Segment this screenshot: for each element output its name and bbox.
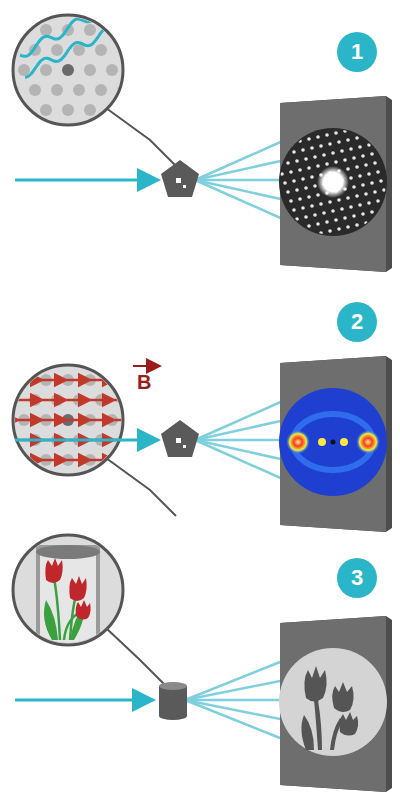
vector-label: B xyxy=(137,372,151,392)
callout-number: 3 xyxy=(351,567,363,589)
callout-number: 1 xyxy=(351,41,363,63)
panel-magnetic xyxy=(0,334,392,532)
callout-number: 2 xyxy=(351,311,363,333)
callout-circle: 2 xyxy=(337,302,377,342)
panel-imaging xyxy=(13,535,392,792)
callout-circle: 1 xyxy=(337,32,377,72)
callout-circle: 3 xyxy=(337,558,377,598)
panel-diffraction xyxy=(0,0,400,272)
